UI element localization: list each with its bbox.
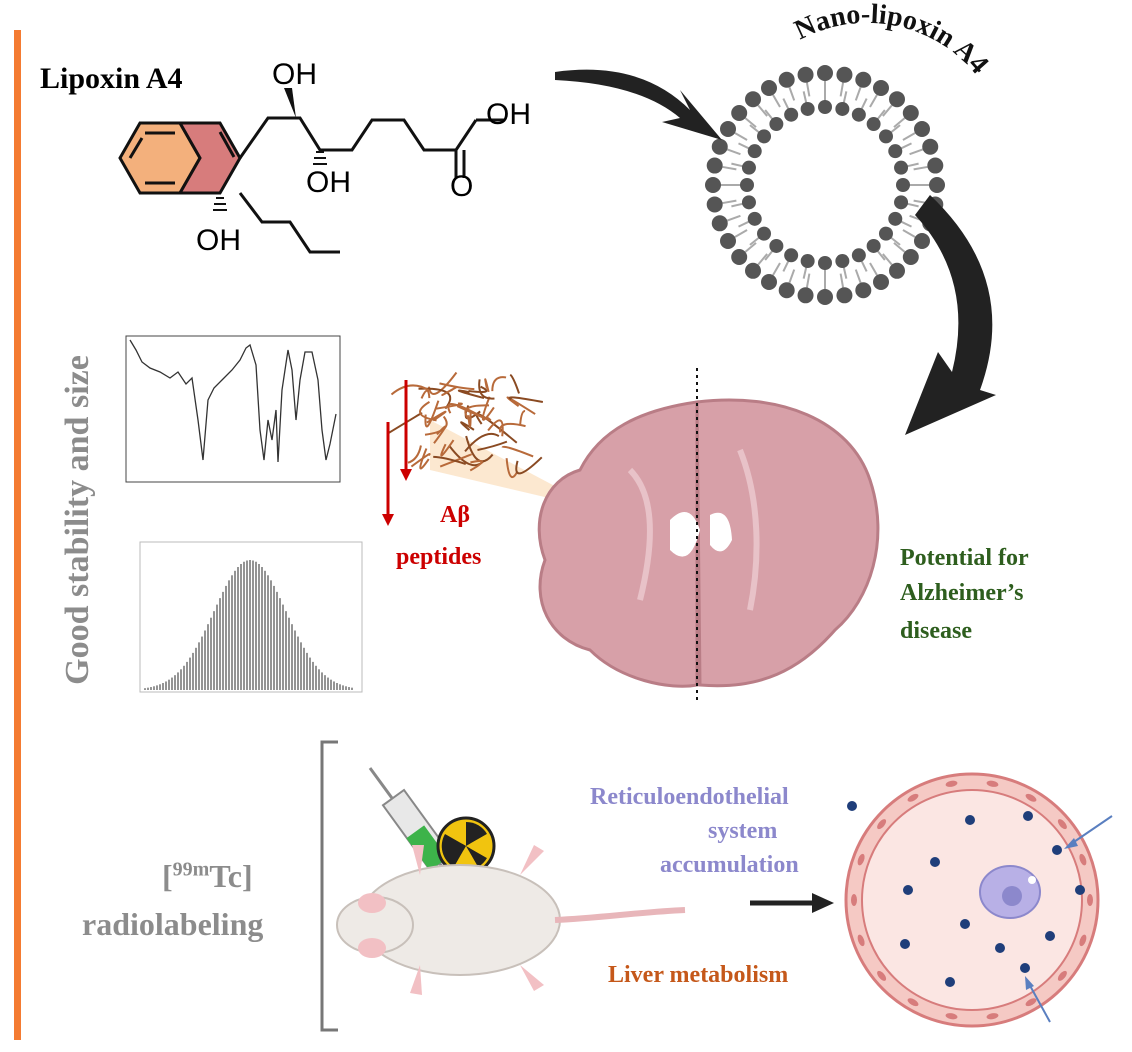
- brain-left-hemisphere: [537, 400, 699, 688]
- radiolabel-element: Tc]: [209, 858, 253, 894]
- radiolabel-line2: radiolabeling: [82, 906, 264, 942]
- liver-label: Liver metabolism: [608, 962, 789, 988]
- res-line2: system: [708, 818, 778, 844]
- lipoxin-structure: [118, 88, 504, 254]
- potential-line3: disease: [900, 618, 972, 644]
- arrow-to-liposome: [555, 69, 722, 140]
- potential-line2: Alzheimer’s: [900, 580, 1024, 606]
- radiolabel-line1: [99mTc]: [162, 858, 253, 895]
- radiolabel-prefix: [: [162, 858, 173, 894]
- res-line1: Reticuloendothelial: [590, 784, 789, 810]
- carbonyl-o-label: O: [450, 170, 474, 203]
- oh-mid-label: OH: [306, 166, 351, 199]
- radiolabel-isotope: 99m: [172, 858, 210, 881]
- ir-spectrum-plot: [125, 335, 363, 693]
- compound-name: Lipoxin A4: [40, 62, 183, 95]
- abeta-line2: peptides: [396, 544, 482, 570]
- brain-illustration: [382, 368, 880, 700]
- abeta-line1: Aβ: [440, 502, 470, 528]
- mouse: [336, 845, 686, 995]
- res-line3: accumulation: [660, 852, 799, 878]
- oh-acid-label: OH: [486, 98, 531, 131]
- oh-top-label: OH: [272, 58, 317, 91]
- accent-bar: [14, 30, 21, 1040]
- arrow-to-brain: [905, 195, 996, 435]
- arrows: [555, 69, 996, 435]
- oh-ring-label: OH: [196, 224, 241, 257]
- potential-line1: Potential for: [900, 545, 1029, 571]
- brain-right-hemisphere: [695, 398, 880, 688]
- liposome: Nano-lipoxin A4: [705, 0, 995, 305]
- amyloid-fibrils: [387, 371, 544, 479]
